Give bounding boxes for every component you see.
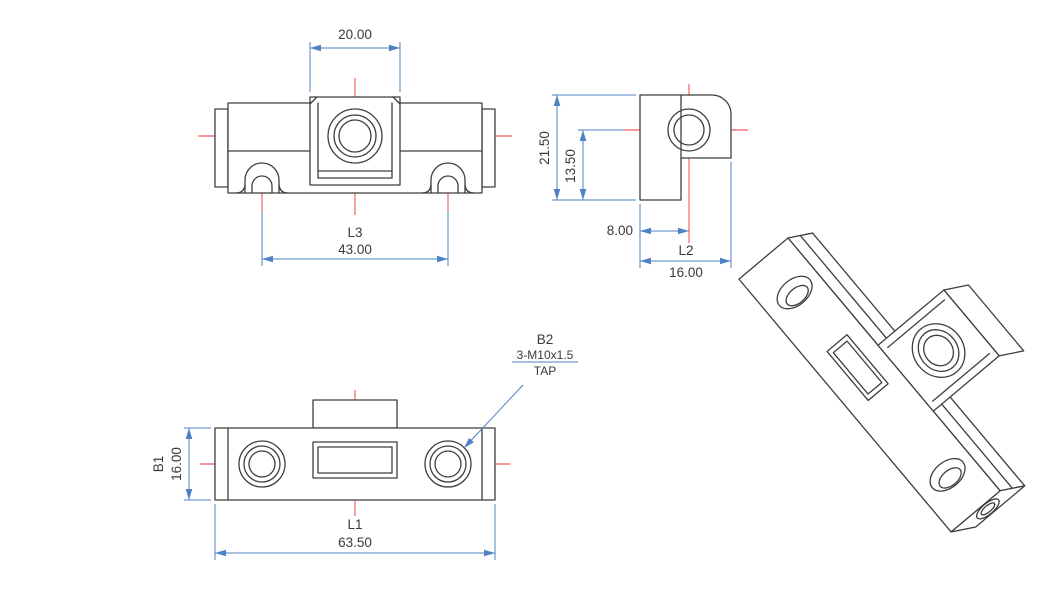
dim-text-l2-value: 16.00	[669, 265, 703, 280]
dim-front-l3: L3 43.00	[261, 212, 449, 266]
dim-text-hole-offset: 8.00	[607, 223, 633, 238]
front-view: 20.00 L3 43.00	[198, 27, 512, 266]
dim-text-l3-value: 43.00	[338, 242, 372, 257]
dim-text-l2-label: L2	[678, 243, 693, 258]
callout-b2-spec: 3-M10x1.5	[517, 348, 574, 362]
callout-b2: B2 3-M10x1.5 TAP	[463, 332, 578, 449]
dim-text-l3-label: L3	[347, 225, 362, 240]
dim-bottom-b1: B1 16.00	[151, 427, 211, 501]
dim-text-hole-center-height: 13.50	[563, 149, 578, 183]
dim-side-hole-center-height: 13.50	[563, 129, 624, 200]
iso-part	[738, 232, 1026, 533]
callout-b2-note: TAP	[534, 364, 556, 378]
dim-bottom-l1: L1 63.50	[214, 504, 496, 560]
bottom-view: B1 16.00 L1 63.50 B2 3-M10x1.5 TAP	[151, 332, 578, 560]
dim-text-b1-value: 16.00	[169, 447, 184, 481]
isometric-view	[738, 232, 1026, 533]
dim-text-boss-width: 20.00	[338, 27, 372, 42]
front-part-outline	[214, 96, 496, 194]
side-part-outline	[639, 94, 732, 201]
dim-side-height: 21.50	[537, 94, 636, 201]
bottom-part-outline	[214, 399, 496, 501]
dim-side-hole-offset: 8.00	[607, 204, 689, 268]
dim-text-l1-value: 63.50	[338, 535, 372, 550]
dim-front-boss-width: 20.00	[309, 27, 401, 92]
dim-side-l2: L2 16.00	[640, 162, 732, 280]
callout-b2-ref: B2	[537, 332, 554, 347]
dim-text-side-height: 21.50	[537, 131, 552, 165]
side-view: 21.50 13.50 8.00 L2 16.00	[537, 84, 748, 280]
dim-text-b1-label: B1	[151, 456, 166, 473]
dim-text-l1-label: L1	[347, 517, 362, 532]
